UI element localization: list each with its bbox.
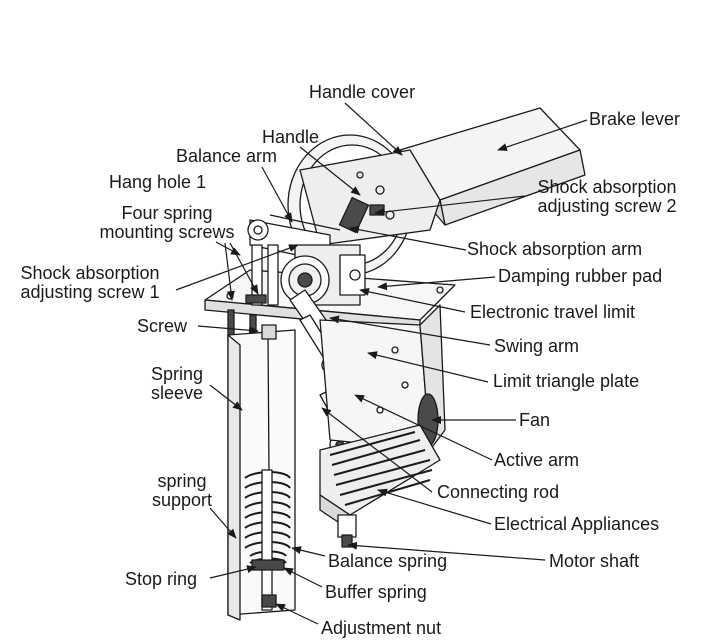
leader-electrical	[377, 488, 492, 525]
leader-active-arm	[354, 394, 493, 461]
label-four-spring-mounting-screws: Four spring mounting screws	[99, 203, 235, 242]
label-shock-adjusting-screw-2: Shock absorption adjusting screw 2	[537, 177, 677, 216]
leader-shock-screw-1	[175, 244, 299, 291]
label-shock-adjusting-screw-1: Shock absorption adjusting screw 1	[20, 263, 160, 302]
label-electronic-travel-limit: Electronic travel limit	[470, 302, 636, 322]
label-stop-ring: Stop ring	[125, 569, 198, 589]
leader-balance-arm	[261, 166, 293, 223]
leader-four-screws-a	[215, 241, 241, 256]
balance-spring-coil	[244, 469, 291, 611]
label-spring-sleeve: Spring sleeve	[150, 364, 204, 403]
label-damping-rubber-pad: Damping rubber pad	[498, 266, 663, 286]
leader-handle-cover	[344, 102, 403, 156]
leader-buffer-spring	[283, 567, 323, 588]
leader-travel-limit	[359, 287, 466, 313]
leader-shock-screw-2	[374, 195, 526, 216]
label-brake-lever: Brake lever	[589, 109, 681, 129]
label-buffer-spring: Buffer spring	[325, 582, 427, 602]
label-hang-hole-1: Hang hole 1	[109, 172, 207, 192]
leader-four-screws-b	[229, 242, 259, 295]
label-screw: Screw	[137, 316, 188, 336]
leader-adjustment-nut	[275, 603, 319, 625]
leader-connecting-rod	[321, 407, 433, 493]
leader-stop-ring	[209, 565, 257, 579]
leader-screw	[197, 325, 259, 335]
leader-spring-support	[209, 507, 237, 539]
label-fan: Fan	[519, 410, 551, 430]
label-adjustment-nut: Adjustment nut	[321, 618, 442, 638]
label-connecting-rod: Connecting rod	[437, 482, 560, 502]
label-electrical-appliances: Electrical Appliances	[494, 514, 660, 534]
label-balance-spring: Balance spring	[328, 551, 448, 571]
leader-handle	[299, 146, 361, 196]
leader-shock-arm	[349, 225, 467, 251]
label-shock-absorption-arm: Shock absorption arm	[467, 239, 643, 259]
label-handle: Handle	[262, 127, 320, 147]
leader-damping-pad	[377, 276, 496, 291]
leader-motor-shaft	[347, 541, 546, 561]
leader-balance-spring	[291, 546, 326, 557]
label-spring-support: spring support	[151, 471, 213, 510]
label-balance-arm: Balance arm	[176, 146, 278, 166]
leader-spring-sleeve	[209, 384, 243, 411]
leader-brake-lever	[497, 119, 588, 151]
leader-swing-arm	[329, 315, 491, 346]
label-limit-triangle-plate: Limit triangle plate	[493, 371, 640, 391]
label-swing-arm: Swing arm	[494, 336, 580, 356]
leader-four-screws-c	[224, 242, 235, 301]
label-motor-shaft: Motor shaft	[549, 551, 640, 571]
leader-limit-triangle	[367, 351, 489, 383]
label-handle-cover: Handle cover	[309, 82, 416, 102]
label-active-arm: Active arm	[494, 450, 580, 470]
